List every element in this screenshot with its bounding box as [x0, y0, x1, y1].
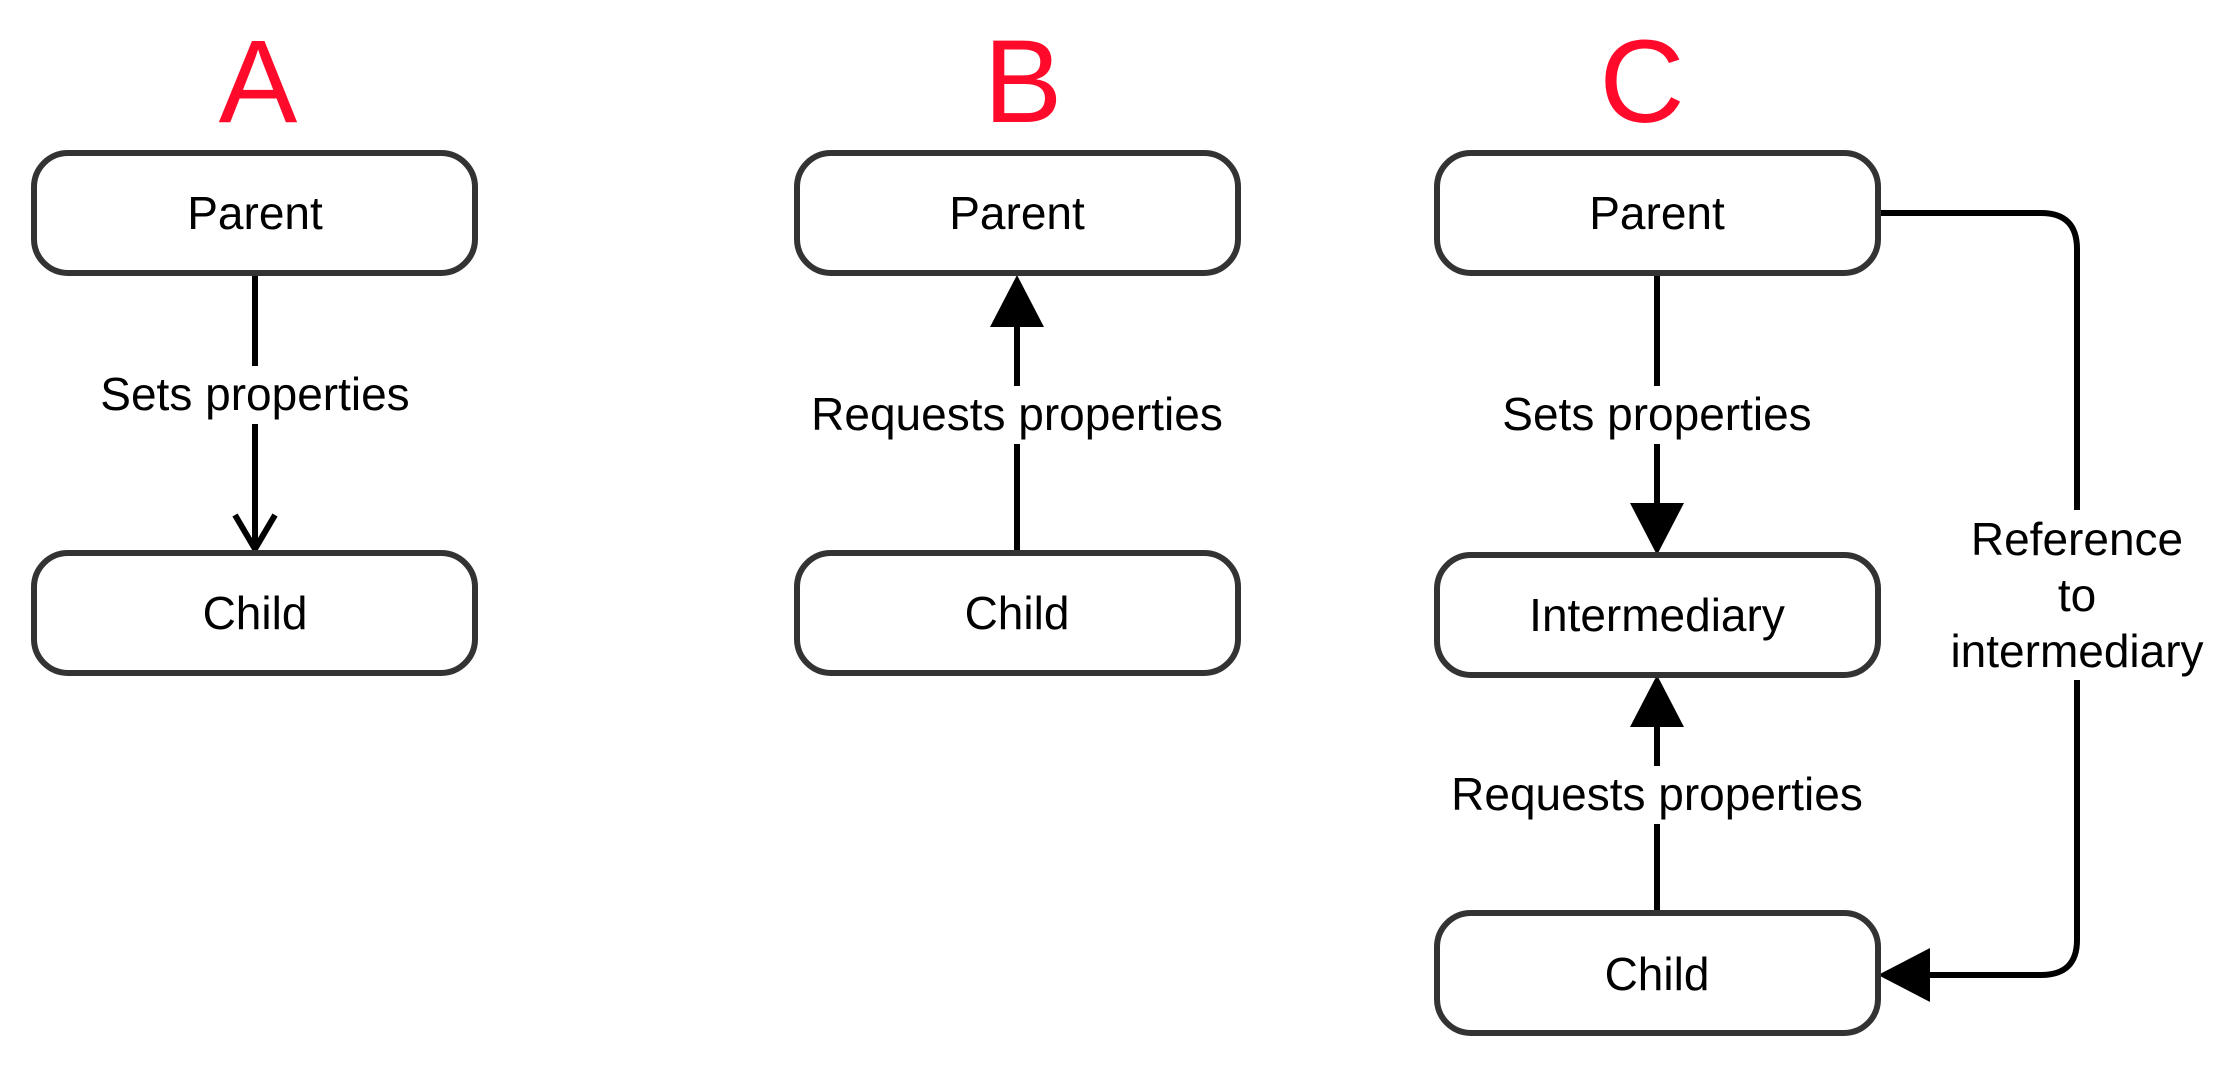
node-intermediary: Intermediary [1434, 552, 1881, 678]
edge-label-background [1435, 766, 1879, 824]
node-parent: Parent [794, 150, 1241, 276]
edge-label-background [1490, 386, 1824, 444]
node-child-label: Child [203, 587, 308, 639]
edge-label-requests-properties: Requests properties [1451, 768, 1863, 820]
edge-label-requests-properties: Requests properties [811, 388, 1223, 440]
edge-label-sets-properties: Sets properties [100, 368, 409, 420]
node-child-label: Child [965, 587, 1070, 639]
panel-b: B Requests properties Parent Child [794, 16, 1241, 676]
node-parent-label: Parent [949, 187, 1085, 239]
edge-label-sets-properties: Sets properties [1502, 388, 1811, 440]
edge-label-background [90, 366, 420, 424]
node-parent: Parent [1434, 150, 1881, 276]
panel-letter-c: C [1599, 16, 1684, 148]
panel-letter-b: B [984, 16, 1063, 148]
edge-label-reference-line-2: to [2058, 569, 2096, 621]
edge-label-background [1943, 510, 2211, 680]
edge-label-reference-line-3: intermediary [1950, 625, 2203, 677]
filled-arrowhead-icon [1630, 503, 1684, 555]
filled-arrowhead-icon [990, 275, 1044, 327]
node-child-label: Child [1605, 948, 1710, 1000]
open-arrowhead-icon [232, 513, 278, 555]
filled-arrowhead-icon [1878, 948, 1930, 1002]
node-intermediary-label: Intermediary [1529, 589, 1785, 641]
panel-a: A Sets properties Parent Child [31, 16, 478, 676]
node-parent: Parent [31, 150, 478, 276]
edge-label-background [795, 386, 1239, 444]
panel-letter-a: A [219, 16, 298, 148]
panel-c: C Sets properties Requests properties Re… [1434, 16, 2211, 1036]
node-child: Child [31, 550, 478, 676]
edge-label-reference-line-1: Reference [1971, 513, 2183, 565]
node-child: Child [794, 550, 1241, 676]
node-parent-label: Parent [187, 187, 323, 239]
node-child: Child [1434, 910, 1881, 1036]
node-parent-label: Parent [1589, 187, 1725, 239]
filled-arrowhead-icon [1630, 675, 1684, 727]
